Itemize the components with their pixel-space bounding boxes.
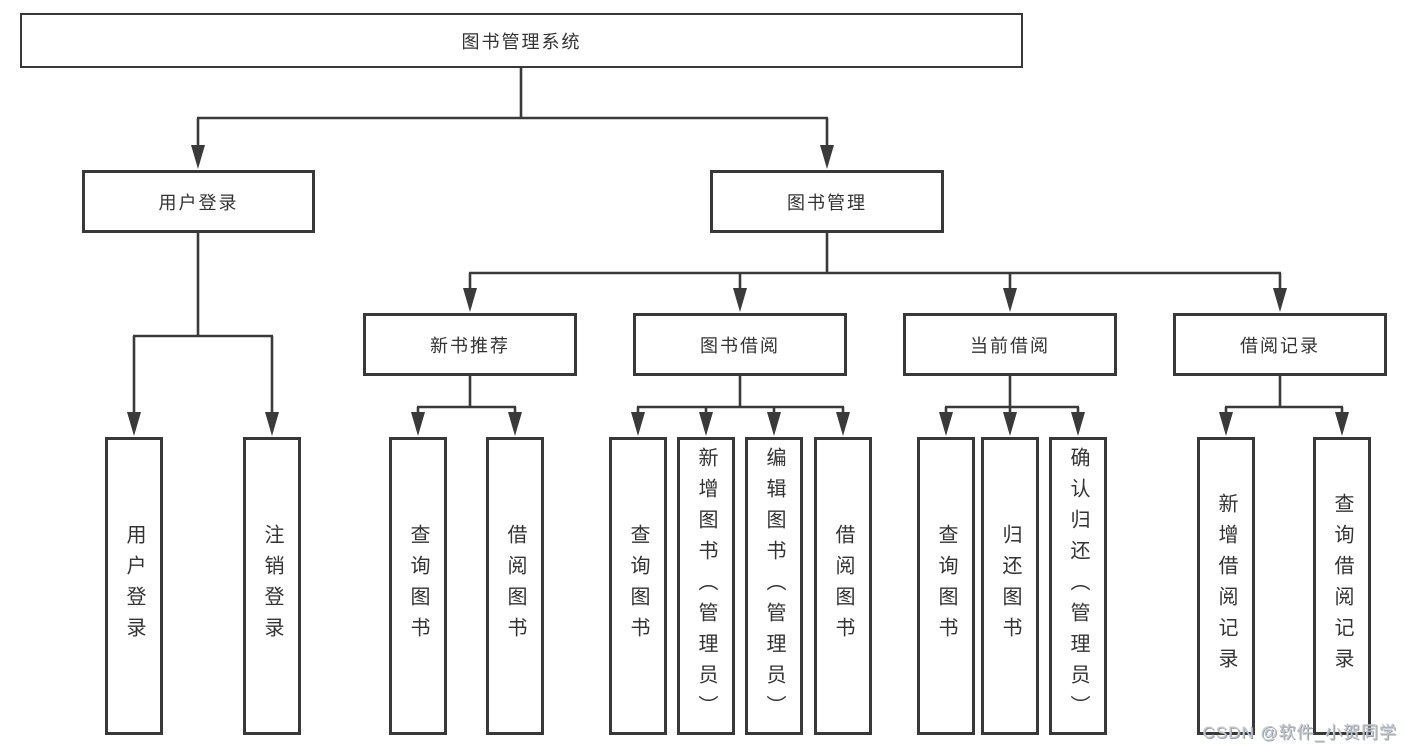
- leaf-br-query-record: 查询借阅记录: [1313, 437, 1371, 735]
- arrowhead-icon: [1003, 288, 1017, 312]
- arrowhead-icon: [939, 412, 953, 436]
- connector-group-root: [191, 68, 834, 169]
- leaf-label: 借阅图书: [832, 524, 854, 648]
- arrowhead-icon: [463, 288, 477, 312]
- arrowhead-icon: [820, 145, 834, 169]
- leaf-bb-borrow-books: 借阅图书: [814, 437, 872, 735]
- arrowhead-icon: [508, 412, 522, 436]
- leaf-bb-edit-books-admin: 编辑图书（管理员）: [745, 437, 803, 735]
- arrowhead-icon: [127, 412, 141, 436]
- arrowhead-icon: [836, 412, 850, 436]
- node-book-management: 图书管理: [710, 170, 944, 233]
- leaf-bb-add-books-admin: 新增图书（管理员）: [677, 437, 735, 735]
- leaf-cb-confirm-return-admin: 确认归还（管理员）: [1049, 437, 1107, 735]
- arrowhead-icon: [1071, 412, 1085, 436]
- arrowhead-icon: [699, 412, 713, 436]
- node-user-login-branch: 用户登录: [82, 170, 315, 233]
- leaf-user-login: 用户登录: [105, 437, 163, 735]
- arrowhead-icon: [191, 145, 205, 169]
- node-new-book-recommend: 新书推荐: [363, 313, 577, 376]
- node-borrowing-records: 借阅记录: [1173, 313, 1387, 376]
- leaf-label: 确认归还（管理员）: [1067, 446, 1089, 726]
- arrowhead-icon: [411, 412, 425, 436]
- leaf-label: 注销登录: [261, 524, 283, 648]
- node-library-system: 图书管理系统: [20, 13, 1023, 68]
- node-book-borrowing: 图书借阅: [633, 313, 847, 376]
- arrowhead-icon: [1335, 412, 1349, 436]
- leaf-nbr-query-books: 查询图书: [389, 437, 447, 735]
- leaf-label: 查询图书: [627, 524, 649, 648]
- leaf-label: 编辑图书（管理员）: [763, 446, 785, 726]
- leaf-label: 归还图书: [999, 524, 1021, 648]
- arrowhead-icon: [1273, 288, 1287, 312]
- leaf-label: 查询借阅记录: [1331, 493, 1353, 679]
- leaf-label: 查询图书: [407, 524, 429, 648]
- arrowhead-icon: [733, 288, 747, 312]
- leaf-label: 用户登录: [123, 524, 145, 648]
- connector-group-new-book-recommend: [411, 376, 522, 436]
- connector-group-current-borrowing: [939, 376, 1085, 436]
- arrowhead-icon: [1003, 412, 1017, 436]
- arrowhead-icon: [265, 412, 279, 436]
- leaf-cb-query-books: 查询图书: [917, 437, 975, 735]
- arrowhead-icon: [1219, 412, 1233, 436]
- leaf-label: 查询图书: [935, 524, 957, 648]
- connector-group-book-management: [463, 233, 1287, 312]
- leaf-label: 新增借阅记录: [1215, 493, 1237, 679]
- leaf-label: 借阅图书: [504, 524, 526, 648]
- arrowhead-icon: [767, 412, 781, 436]
- connector-group-user-login: [127, 233, 279, 436]
- leaf-bb-query-books: 查询图书: [609, 437, 667, 735]
- connector-group-book-borrowing: [631, 376, 850, 436]
- leaf-br-add-record: 新增借阅记录: [1197, 437, 1255, 735]
- connector-group-borrowing-records: [1219, 376, 1349, 436]
- watermark: CSDN @软件_小贺同学: [1202, 723, 1397, 742]
- leaf-logout: 注销登录: [243, 437, 301, 735]
- arrowhead-icon: [631, 412, 645, 436]
- leaf-label: 新增图书（管理员）: [695, 446, 717, 726]
- leaf-cb-return-books: 归还图书: [981, 437, 1039, 735]
- node-current-borrowing: 当前借阅: [903, 313, 1117, 376]
- leaf-nbr-borrow-books: 借阅图书: [486, 437, 544, 735]
